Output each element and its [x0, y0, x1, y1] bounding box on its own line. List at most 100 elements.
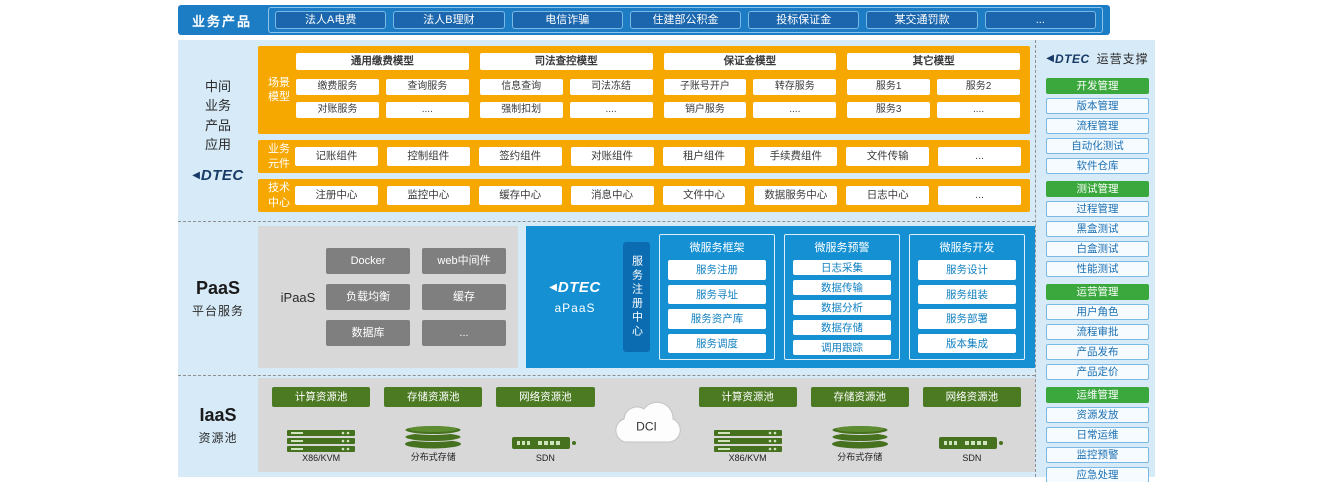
scene-service-button[interactable]: 服务1 — [847, 79, 931, 95]
ipaas-service-button[interactable]: 数据库 — [326, 320, 410, 346]
component-button[interactable]: 文件传输 — [846, 147, 930, 166]
scene-service-button[interactable]: .... — [937, 102, 1020, 118]
scene-service-button[interactable]: 查询服务 — [385, 79, 469, 95]
scene-service-button[interactable]: 销户服务 — [663, 102, 747, 118]
product-button[interactable]: 投标保证金 — [748, 11, 860, 29]
scene-service-button[interactable]: 信息查询 — [479, 79, 563, 95]
scene-service-button[interactable]: 对账服务 — [296, 102, 379, 118]
pool-button[interactable]: 网络资源池 — [496, 387, 595, 407]
sidebar-item[interactable]: 应急处理 — [1046, 467, 1149, 482]
sidebar-section-operation: 运营管理 用户角色 流程审批 产品发布 产品定价 — [1046, 284, 1149, 380]
product-button[interactable]: 电信诈骗 — [511, 11, 623, 29]
tech-center-button[interactable]: 消息中心 — [570, 186, 654, 205]
tech-center-button[interactable]: 日志中心 — [846, 186, 930, 205]
scene-service-button[interactable]: 服务2 — [937, 79, 1020, 95]
server-rack-icon — [287, 430, 356, 452]
component-button[interactable]: ... — [938, 147, 1021, 166]
ms-service-button[interactable]: 服务资产库 — [668, 309, 766, 329]
ms-service-button[interactable]: 数据传输 — [793, 280, 891, 295]
service-registry-tab[interactable]: 服务注册中心 — [623, 242, 650, 352]
ms-service-button[interactable]: 数据存储 — [793, 320, 891, 335]
sidebar-item[interactable]: 流程审批 — [1046, 324, 1149, 340]
ipaas-service-button[interactable]: Docker — [326, 248, 410, 274]
scene-service-button[interactable]: 子账号开户 — [663, 79, 747, 95]
ipaas-service-button[interactable]: 负载均衡 — [326, 284, 410, 310]
scene-group-title: 通用缴费模型 — [296, 53, 469, 70]
sidebar-item[interactable]: 过程管理 — [1046, 201, 1149, 217]
ms-service-button[interactable]: 日志采集 — [793, 260, 891, 275]
sidebar-item[interactable]: 软件仓库 — [1046, 158, 1149, 174]
ms-service-button[interactable]: 版本集成 — [918, 333, 1016, 353]
ms-service-button[interactable]: 服务寻址 — [668, 284, 766, 304]
scene-service-button[interactable]: .... — [753, 102, 837, 118]
pool-button[interactable]: 网络资源池 — [922, 387, 1022, 407]
scene-service-button[interactable]: .... — [569, 102, 653, 118]
sidebar-item[interactable]: 日常运维 — [1046, 427, 1149, 443]
dtec-logo: ◀ DTEC — [549, 279, 601, 296]
product-button[interactable]: 法人A电费 — [275, 11, 387, 29]
server-rack-icon — [713, 430, 782, 452]
dci-cloud: DCI — [597, 385, 697, 465]
tech-center-button[interactable]: ... — [938, 186, 1021, 205]
ipaas-service-button[interactable]: 缓存 — [422, 284, 506, 310]
iaas-icon-label: SDN — [535, 453, 555, 463]
sidebar-item[interactable]: 产品定价 — [1046, 364, 1149, 380]
sidebar-item[interactable]: 用户角色 — [1046, 304, 1149, 320]
tech-center-button[interactable]: 文件中心 — [662, 186, 746, 205]
sidebar-item[interactable]: 版本管理 — [1046, 98, 1149, 114]
storage-disks-icon — [404, 425, 462, 449]
component-button[interactable]: 签约组件 — [478, 147, 562, 166]
paas-band: PaaS 平台服务 iPaaS Docker web中间件 负载均衡 缓存 数据… — [178, 224, 1035, 372]
iaas-box: 计算资源池 存储资源池 网络资源池 X86/KVM — [258, 378, 1035, 472]
sidebar-item[interactable]: 流程管理 — [1046, 118, 1149, 134]
component-button[interactable]: 控制组件 — [386, 147, 470, 166]
tech-center-button[interactable]: 数据服务中心 — [754, 186, 838, 205]
sidebar-item[interactable]: 资源发放 — [1046, 407, 1149, 423]
product-button[interactable]: 住建部公积金 — [629, 11, 742, 29]
pool-button[interactable]: 存储资源池 — [384, 387, 483, 407]
ms-service-button[interactable]: 服务注册 — [668, 260, 766, 280]
pool-button[interactable]: 计算资源池 — [698, 387, 797, 407]
top-bar-label: 业务产品 — [192, 13, 253, 29]
scene-service-button[interactable]: 转存服务 — [753, 79, 837, 95]
tech-center-button[interactable]: 监控中心 — [386, 186, 470, 205]
middle-business-band: 中间 业务 产品 应用 ◀ DTEC 场景模型 通用缴费模型 缴费服务 查询服务 — [178, 40, 1035, 220]
component-button[interactable]: 记账组件 — [295, 147, 378, 166]
ms-service-button[interactable]: 服务部署 — [918, 309, 1016, 329]
ipaas-service-button[interactable]: web中间件 — [422, 248, 506, 274]
scene-service-button[interactable]: 司法冻结 — [569, 79, 653, 95]
scene-service-button[interactable]: 服务3 — [847, 102, 931, 118]
sidebar-item[interactable]: 自动化测试 — [1046, 138, 1149, 154]
ipaas-service-button[interactable]: ... — [422, 320, 506, 346]
ms-service-button[interactable]: 服务设计 — [918, 260, 1016, 280]
iaas-title: IaaS — [199, 404, 237, 425]
pool-button[interactable]: 计算资源池 — [272, 387, 371, 407]
sidebar-item[interactable]: 性能测试 — [1046, 261, 1149, 277]
scene-service-button[interactable]: 强制扣划 — [479, 102, 563, 118]
dtec-logo: ◀ DTEC — [1046, 51, 1090, 66]
pool-button[interactable]: 存储资源池 — [810, 387, 909, 407]
ms-column-title: 微服务开发 — [939, 242, 995, 254]
component-button[interactable]: 租户组件 — [662, 147, 746, 166]
sidebar-section-dev: 开发管理 版本管理 流程管理 自动化测试 软件仓库 — [1046, 78, 1149, 174]
ms-service-button[interactable]: 数据分析 — [793, 300, 891, 315]
product-button[interactable]: ... — [984, 11, 1096, 29]
ms-service-button[interactable]: 服务组装 — [918, 284, 1016, 304]
sidebar-item[interactable]: 产品发布 — [1046, 344, 1149, 360]
scene-service-button[interactable]: 缴费服务 — [296, 79, 379, 95]
scene-service-button[interactable]: .... — [385, 102, 469, 118]
product-button[interactable]: 某交通罚款 — [866, 11, 978, 29]
tech-center-button[interactable]: 缓存中心 — [478, 186, 562, 205]
iaas-icon-label: X86/KVM — [302, 453, 341, 463]
ms-service-button[interactable]: 服务调度 — [668, 333, 766, 353]
product-button[interactable]: 法人B理财 — [393, 11, 505, 29]
component-button[interactable]: 手续费组件 — [754, 147, 838, 166]
tech-center-button[interactable]: 注册中心 — [295, 186, 378, 205]
sidebar-item[interactable]: 白盒测试 — [1046, 241, 1149, 257]
component-button[interactable]: 对账组件 — [570, 147, 654, 166]
iaas-zone-left: 计算资源池 存储资源池 网络资源池 X86/KVM — [270, 385, 597, 465]
sidebar-item[interactable]: 黑盒测试 — [1046, 221, 1149, 237]
ms-service-button[interactable]: 调用跟踪 — [793, 340, 891, 355]
apaas-label: aPaaS — [554, 301, 596, 315]
sidebar-item[interactable]: 监控预警 — [1046, 447, 1149, 463]
